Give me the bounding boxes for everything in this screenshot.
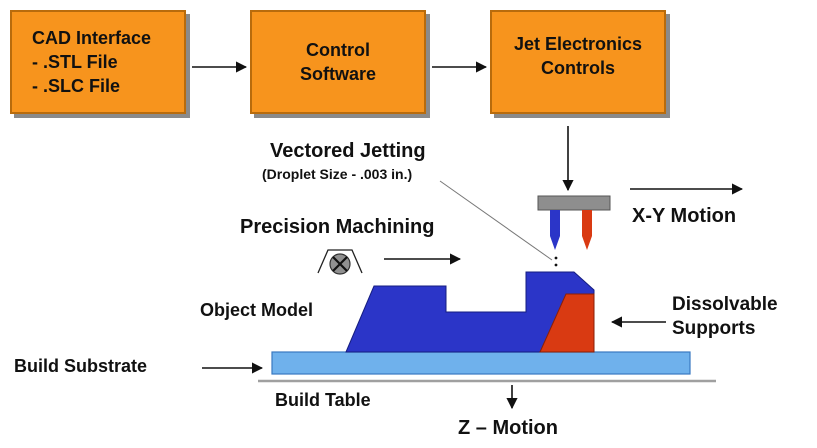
jet-nozzle-icon xyxy=(537,195,611,250)
droplet-size-label: (Droplet Size - .003 in.) xyxy=(262,166,413,182)
milling-cutter-icon xyxy=(317,249,363,275)
jet-line-2: Controls xyxy=(541,58,615,78)
object-model-label: Object Model xyxy=(200,300,314,320)
supports-label: Supports xyxy=(672,318,756,339)
jet-electronics-box: Jet Electronics Controls xyxy=(490,10,666,114)
dissolvable-label: Dissolvable xyxy=(672,294,778,315)
droplet xyxy=(554,263,558,267)
cad-title: CAD Interface xyxy=(32,28,152,48)
build-table-label: Build Table xyxy=(275,390,371,410)
z-motion-label: Z – Motion xyxy=(458,417,558,439)
control-line-1: Control xyxy=(306,40,370,60)
cad-slc: - .SLC File xyxy=(32,76,121,96)
build-substrate xyxy=(271,351,691,375)
jet-line-1: Jet Electronics xyxy=(513,34,643,54)
jetting-leader-line xyxy=(439,180,553,261)
build-substrate-label: Build Substrate xyxy=(14,356,148,376)
droplet xyxy=(554,256,558,260)
cad-interface-box: CAD Interface - .STL File - .SLC File xyxy=(10,10,186,114)
xy-motion-label: X-Y Motion xyxy=(632,205,737,227)
precision-machining-label: Precision Machining xyxy=(240,216,435,238)
vectored-jetting-label: Vectored Jetting xyxy=(270,140,426,162)
cad-stl: - .STL File xyxy=(32,52,118,72)
control-line-2: Software xyxy=(299,64,377,84)
control-software-box: Control Software xyxy=(250,10,426,114)
dissolvable-supports xyxy=(539,293,595,353)
